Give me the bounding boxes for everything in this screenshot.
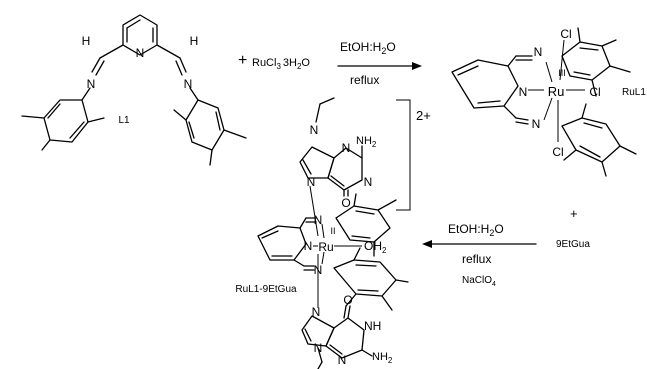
rul1-metal: Ru bbox=[548, 84, 565, 99]
reaction2-additive: NaClO4 bbox=[462, 275, 496, 288]
gua-bottom-n1h: NH bbox=[364, 319, 381, 333]
rul1-n-pyridine: N bbox=[519, 85, 528, 99]
gua-top-n7: N bbox=[307, 175, 316, 189]
gua-bottom-n9: N bbox=[314, 341, 323, 355]
reaction2-plus: + bbox=[570, 206, 578, 221]
reaction2-condition: reflux bbox=[462, 252, 491, 266]
complex-rul1-label: RuL1 bbox=[622, 87, 646, 98]
rul1-9etgua-n-bottom: N bbox=[314, 263, 323, 277]
rul1-cl-top: Cl bbox=[560, 27, 571, 41]
ligand-l1-structure bbox=[21, 14, 247, 166]
gua-bottom-n3: N bbox=[338, 353, 347, 367]
rul1-oxidation-state: III bbox=[558, 68, 566, 78]
reaction1-condition: reflux bbox=[350, 73, 379, 87]
rul1-9etgua-metal: Ru bbox=[318, 240, 333, 254]
rul1-9etgua-n-top: N bbox=[314, 213, 323, 227]
l1-n-pyridine: N bbox=[136, 46, 145, 60]
reaction1-arrowhead bbox=[412, 62, 422, 70]
reaction1-solvent: EtOH:H2O bbox=[340, 40, 396, 56]
ligand-l1-label: L1 bbox=[118, 115, 130, 126]
rul1-n-bottom: N bbox=[532, 117, 541, 131]
complex-rul1-structure bbox=[451, 27, 637, 177]
gua-bottom-amine: NH2 bbox=[372, 351, 393, 365]
rul1-cl-right: Cl bbox=[589, 85, 600, 99]
reaction2-solvent: EtOH:H2O bbox=[448, 222, 504, 238]
gua-top-oxo: O bbox=[341, 196, 350, 210]
rul1-n-top: N bbox=[534, 45, 543, 59]
reaction1-plus: + bbox=[238, 52, 247, 69]
complex-rul1-9etgua-structure bbox=[257, 97, 411, 369]
l1-n-imine-right: N bbox=[184, 77, 193, 91]
gua-top-n1: N bbox=[364, 175, 373, 189]
rul1-9etgua-oxidation-state: II bbox=[330, 226, 335, 236]
reaction2-arrowhead bbox=[422, 240, 432, 248]
complex2-charge: 2+ bbox=[416, 108, 431, 123]
rul1-cl-bottom: Cl bbox=[552, 145, 563, 159]
l1-h-left: H bbox=[82, 34, 91, 48]
l1-n-imine-left: N bbox=[87, 77, 96, 91]
rul1-9etgua-aqua: OH2 bbox=[364, 239, 387, 255]
gua-top-n3: N bbox=[342, 141, 351, 155]
l1-h-right: H bbox=[190, 34, 199, 48]
gua-top-amine: NH2 bbox=[356, 135, 377, 149]
gua-bottom-oxo: O bbox=[343, 293, 352, 307]
gua-top-n9: N bbox=[310, 123, 319, 137]
reagent-9etgua: 9EtGua bbox=[556, 239, 590, 250]
gua-bottom-n7: N bbox=[312, 305, 321, 319]
complex-rul1-9etgua-label: RuL1-9EtGua bbox=[235, 284, 297, 295]
rul1-9etgua-n-pyridine: N bbox=[304, 239, 313, 253]
